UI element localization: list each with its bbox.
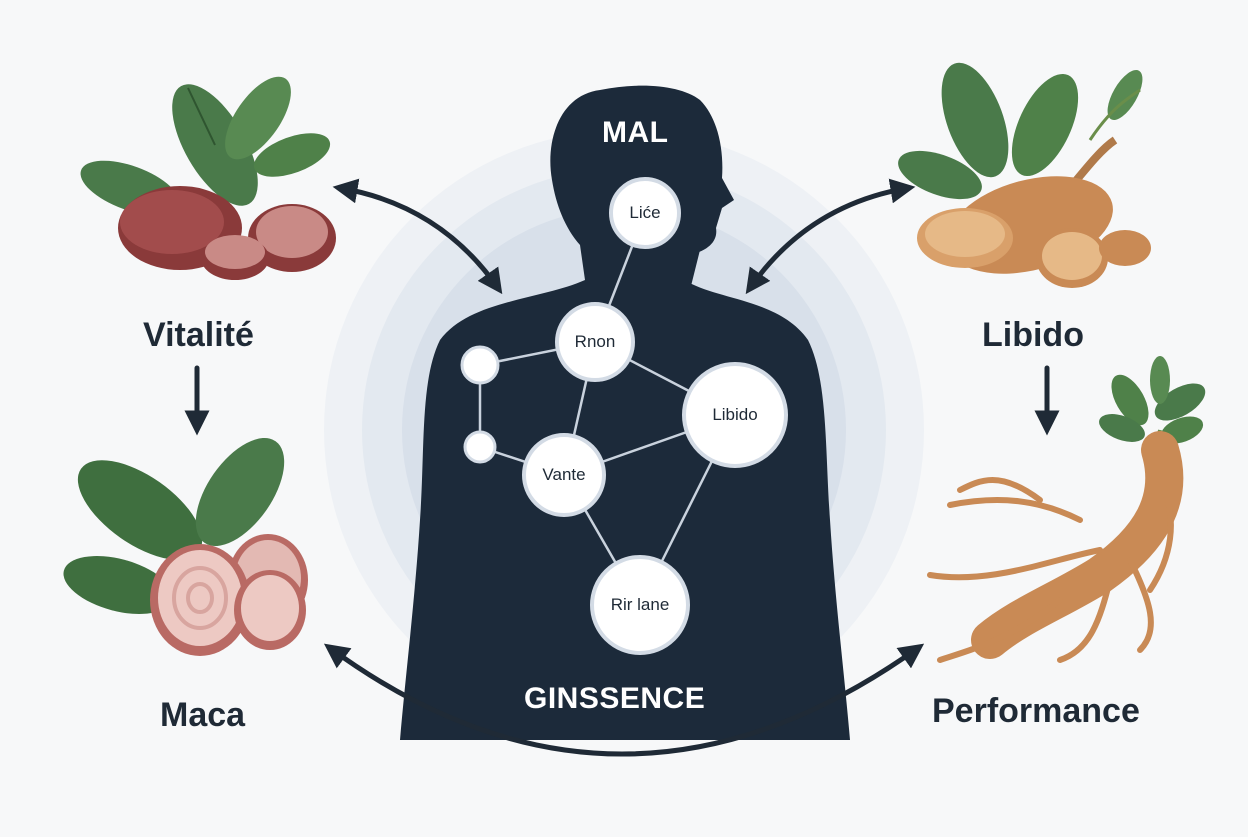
- node-label: Rnon: [574, 332, 616, 351]
- label-libido: Libido: [982, 316, 1084, 354]
- node-vante: Vante: [522, 433, 606, 517]
- label-maca: Maca: [160, 696, 246, 734]
- node-label: Liće: [629, 203, 661, 222]
- small-node-upper: [460, 345, 500, 385]
- root-slices-illustration: [898, 62, 1151, 288]
- maca-roots-illustration: [63, 437, 308, 656]
- node-lice: Liće: [609, 177, 681, 249]
- node-label: Libido: [712, 405, 758, 424]
- ginseng-root-illustration: [927, 356, 1206, 663]
- node-rir-lane: Rir lane: [590, 555, 690, 655]
- small-node-lower: [463, 430, 497, 464]
- label-vitalite: Vitalité: [143, 316, 254, 354]
- arrow-bottom: [323, 643, 925, 757]
- maca-slices-illustration: [80, 76, 336, 280]
- arrows: [184, 178, 1060, 757]
- body-title-bottom: GINSSENCE: [524, 682, 706, 715]
- node-label: Rir lane: [610, 595, 670, 614]
- node-libido: Libido: [682, 362, 788, 468]
- node-rnon: Rnon: [555, 302, 635, 382]
- label-performance: Performance: [932, 692, 1140, 730]
- arrow-top-right: [745, 178, 916, 295]
- arrow-top-left: [332, 178, 503, 295]
- body-title-top: MAL: [602, 116, 669, 149]
- node-label: Vante: [542, 465, 586, 484]
